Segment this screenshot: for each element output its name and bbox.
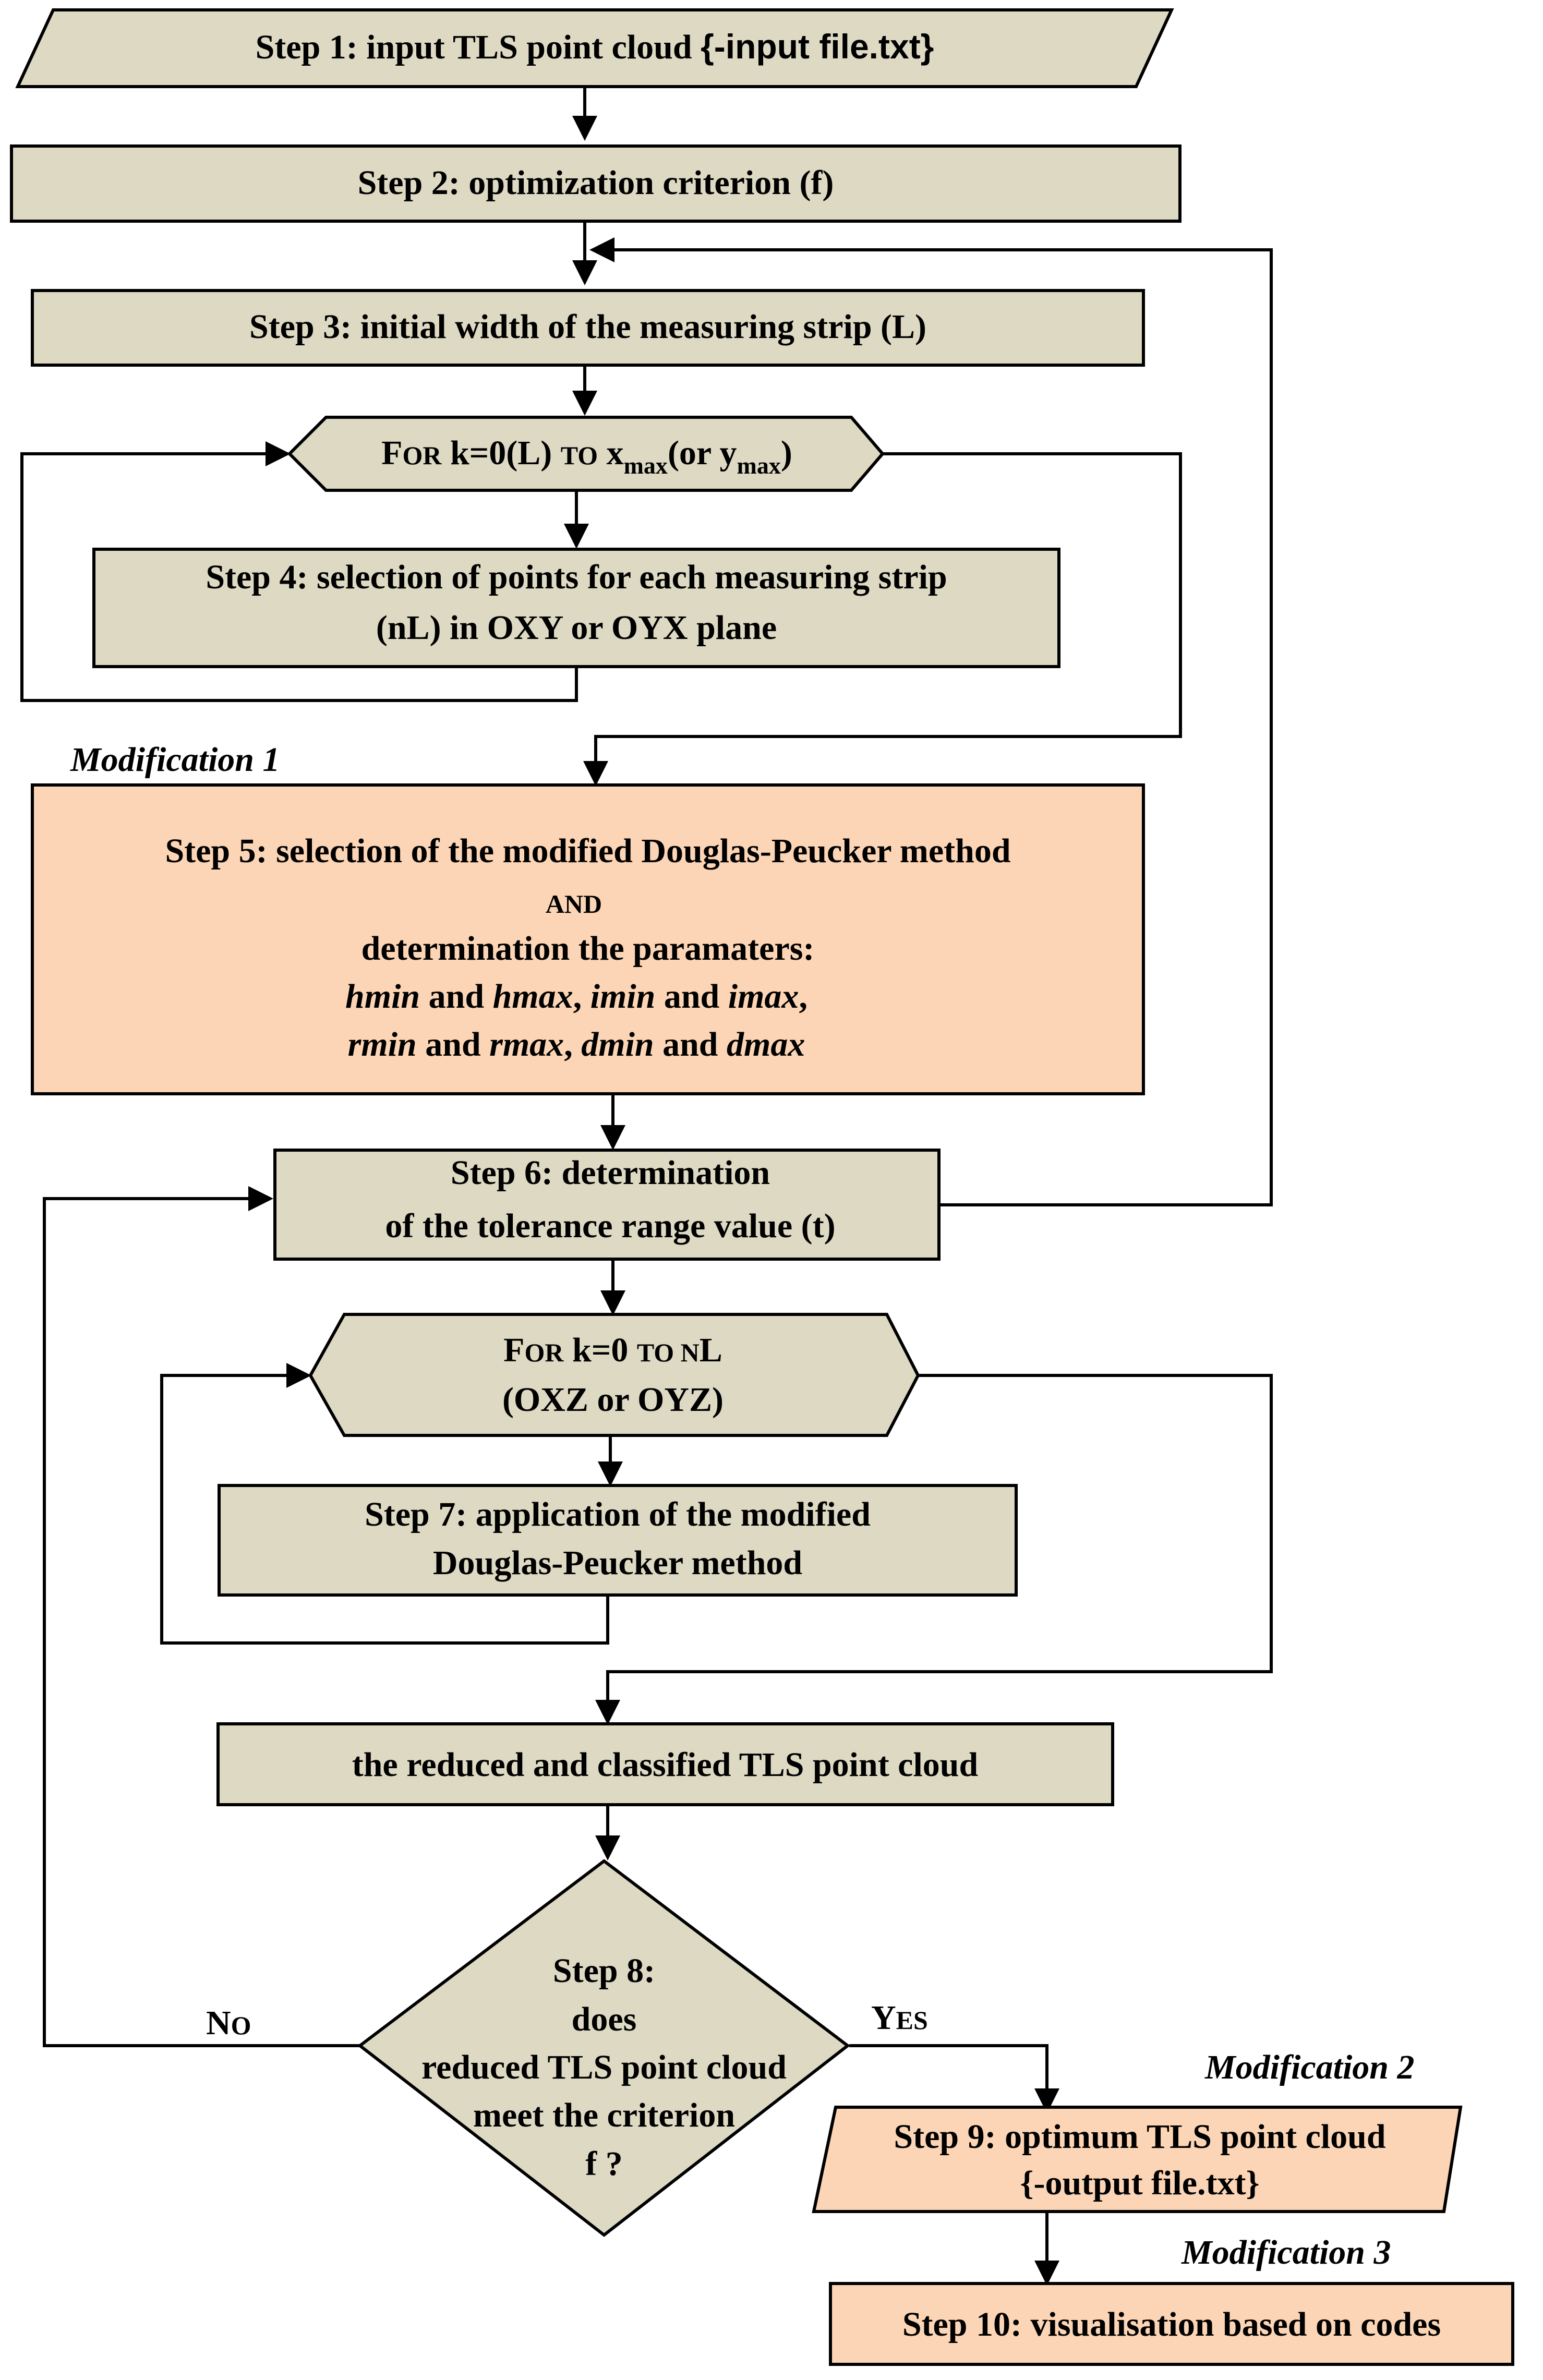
loop2-l: L bbox=[700, 1331, 722, 1369]
step5-and: AND bbox=[546, 889, 602, 919]
step3-text: Step 3: initial width of the measuring s… bbox=[249, 308, 926, 346]
step5-line5: rmin and rmax, dmin and dmax bbox=[348, 1025, 805, 1064]
loop2-to: TO bbox=[637, 1338, 674, 1367]
step2-criterion: Step 2: optimization criterion (f) bbox=[10, 144, 1182, 223]
loop-back-step6-step3 bbox=[589, 237, 1273, 1206]
loop1-close: ) bbox=[781, 434, 792, 472]
step10-visualisation: Step 10: visualisation based on codes bbox=[829, 2282, 1514, 2366]
step8-line1: Step 8: bbox=[553, 1952, 655, 1990]
arrow-step8-yes-step9 bbox=[849, 2044, 1059, 2113]
loop1-ysub: max bbox=[737, 452, 781, 479]
arrow-loop2-exit-reduced bbox=[595, 1374, 1273, 1725]
yes-label: YES bbox=[871, 1999, 928, 2037]
loop2-n: N bbox=[674, 1338, 700, 1367]
step5-douglas-peucker: Step 5: selection of the modified Dougla… bbox=[31, 783, 1145, 1095]
step8-line2: does bbox=[572, 2000, 637, 2038]
step4-line1: Step 4: selection of points for each mea… bbox=[206, 558, 947, 596]
reduced-point-cloud: the reduced and classified TLS point clo… bbox=[216, 1722, 1114, 1806]
svg-text:FOR k=0(L) TO xmax(or ymax): FOR k=0(L) TO xmax(or ymax) bbox=[381, 434, 792, 479]
step1-input: Step 1: input TLS point cloud {-input fi… bbox=[15, 8, 1174, 88]
step6-line1: Step 6: determination bbox=[451, 1154, 770, 1192]
step8-line5: f ? bbox=[585, 2145, 622, 2183]
svg-text:FOR k=0 TO NL: FOR k=0 TO NL bbox=[503, 1331, 722, 1369]
step6-tolerance: Step 6: determination of the tolerance r… bbox=[273, 1149, 941, 1261]
step9-optimum: Step 9: optimum TLS point cloud {-output… bbox=[812, 2106, 1463, 2213]
step4-selection: Step 4: selection of points for each mea… bbox=[92, 548, 1060, 668]
loop1-for-rest: OR bbox=[402, 441, 442, 470]
step8-line4: meet the criterion bbox=[473, 2096, 735, 2134]
loop2-mid: k=0 bbox=[564, 1331, 637, 1369]
arrow-step8-no-step6 bbox=[43, 1186, 360, 2047]
reduced-text: the reduced and classified TLS point clo… bbox=[352, 1746, 978, 1784]
loop1-xsub: max bbox=[624, 452, 668, 479]
modification1-label: Modification 1 bbox=[70, 741, 280, 779]
step9-line1: Step 9: optimum TLS point cloud bbox=[894, 2118, 1385, 2156]
loop1-x: x bbox=[598, 434, 624, 472]
loop2-for-initial: F bbox=[503, 1331, 524, 1369]
step10-text: Step 10: visualisation based on codes bbox=[902, 2305, 1441, 2343]
loop1-or: (or y bbox=[668, 434, 737, 472]
modification3-label: Modification 3 bbox=[1181, 2233, 1391, 2272]
step1-file: {-input file.txt} bbox=[701, 27, 934, 66]
step7-line1: Step 7: application of the modified bbox=[365, 1495, 871, 1533]
loop1-for: FOR k=0(L) TO xmax(or ymax) bbox=[287, 416, 885, 492]
loop1-mid: k=0(L) bbox=[441, 434, 560, 472]
loop-back-step7 bbox=[160, 1363, 609, 1645]
loop2-line2: (OXZ or OYZ) bbox=[502, 1381, 724, 1419]
arrow-loop1-exit-step5 bbox=[583, 452, 1182, 786]
step2-text: Step 2: optimization criterion (f) bbox=[358, 164, 834, 202]
loop1-to: TO bbox=[561, 441, 598, 470]
loop2-for-rest: OR bbox=[525, 1338, 564, 1367]
step8-decision: Step 8: does reduced TLS point cloud mee… bbox=[357, 1859, 850, 2237]
connectors bbox=[20, 87, 1273, 2286]
step1-text: Step 1: input TLS point cloud bbox=[256, 28, 701, 66]
no-label: NO bbox=[206, 2004, 251, 2042]
svg-text:Step 1: input TLS point cloud: Step 1: input TLS point cloud {-input fi… bbox=[256, 27, 934, 66]
step3-initial-width: Step 3: initial width of the measuring s… bbox=[31, 289, 1145, 367]
step7-application: Step 7: application of the modified Doug… bbox=[218, 1484, 1018, 1597]
modification2-label: Modification 2 bbox=[1204, 2048, 1415, 2086]
loop1-for-initial: F bbox=[381, 434, 402, 472]
step4-line2: (nL) in OXY or OYX plane bbox=[376, 609, 777, 647]
step7-line2: Douglas-Peucker method bbox=[433, 1544, 802, 1582]
step5-line4: hmin and hmax, imin and imax, bbox=[345, 977, 807, 1016]
step5-line3: determination the paramaters: bbox=[361, 929, 815, 968]
step6-line2: of the tolerance range value (t) bbox=[385, 1207, 835, 1245]
loop-back-step4 bbox=[20, 441, 578, 702]
step8-line3: reduced TLS point cloud bbox=[421, 2048, 787, 2086]
step9-line2: {-output file.txt} bbox=[1020, 2164, 1260, 2202]
step5-line1: Step 5: selection of the modified Dougla… bbox=[165, 832, 1010, 870]
loop2-for: FOR k=0 TO NL (OXZ or OYZ) bbox=[308, 1313, 920, 1437]
